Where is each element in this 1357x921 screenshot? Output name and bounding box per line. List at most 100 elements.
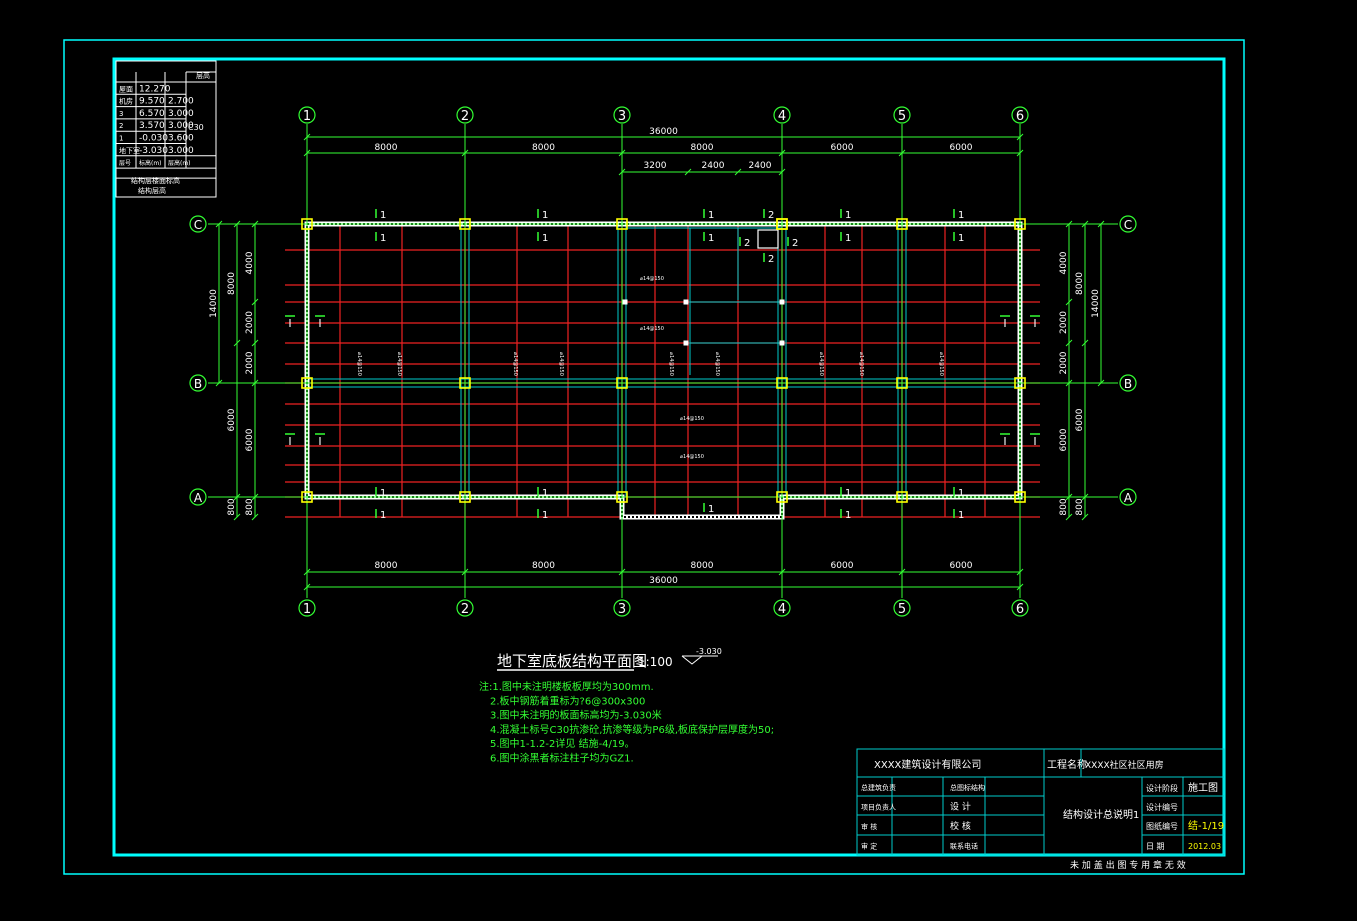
section-mark: 2 [744,238,750,249]
rebar-label: ⌀14@150 [356,352,362,376]
dimension-text: 6000 [950,561,973,571]
level-table-cell: 6.570 [139,109,165,119]
section-mark: 1 [708,210,714,221]
level-table-cell: 地下室 [119,146,140,155]
rebar-label: ⌀14@150 [858,352,864,376]
rebar-label: ⌀14@150 [680,416,704,422]
axis-bubble [893,106,911,124]
shaft-opening [757,229,779,249]
titleblock-label: 设计编号 [1146,802,1178,812]
level-table-concrete: C30 [188,123,204,132]
dimension-text: 2000 [1059,311,1069,334]
level-table-cell: 3.570 [139,121,165,131]
axis-bubble [1119,488,1137,506]
rebar-label: ⌀14@150 [640,326,664,332]
axis-label: 1 [303,109,311,124]
inner-frame [112,57,1226,857]
level-table-cell: 3.000 [168,109,194,119]
note-line: 5.图中1-1.2-2详见 结施-4/19。 [490,737,635,750]
dimension-text: 6000 [227,408,237,431]
titleblock-value: 施工图 [1188,781,1218,794]
section-mark-roman: I [1033,317,1036,330]
column [1014,377,1026,389]
axis-label: 6 [1016,109,1024,124]
dimension-text: 3200 [644,161,667,171]
level-table-caption-2: 结构层高 [138,186,166,195]
titleblock-value: 结-1/19 [1188,819,1224,832]
axis-bubble [1119,374,1137,392]
axis-label: 4 [778,109,786,124]
svg-text:-3.030: -3.030 [696,647,722,656]
axis-bubble [613,599,631,617]
section-mark: 1 [542,233,548,244]
column [616,377,628,389]
dimension-text: 6000 [831,561,854,571]
titleblock-label: 日 期 [1146,842,1165,851]
dimension-text: 8000 [691,561,714,571]
dimension-text: 8000 [1075,272,1085,295]
section-mark-roman: I [1003,317,1006,330]
rebar-label: ⌀14@150 [668,352,674,376]
section-mark: 1 [958,233,964,244]
titleblock-value: 2012.03 [1188,842,1221,851]
note-line: 2.板中钢筋着重标为?6@300x300 [490,694,645,707]
axis-label: A [1124,491,1133,505]
axis-label: 1 [303,602,311,617]
section-mark: 1 [845,210,851,221]
section-mark: 1 [542,210,548,221]
column [301,218,313,230]
dimension-text: 2400 [702,161,725,171]
axis-bubble [456,106,474,124]
section-mark: 1 [380,233,386,244]
level-table-cell: 屋面 [119,85,133,93]
dimension-text: 36000 [649,127,678,137]
rebar-label: ⌀14@150 [714,352,720,376]
axis-label: 2 [461,109,469,124]
dimension-text: 4000 [245,251,255,274]
axis-label: B [194,377,202,391]
section-mark: 1 [958,510,964,521]
level-table-cell: 2 [119,122,123,130]
dimension-text: 800 [1059,498,1069,515]
level-table-cell: 层号 [119,160,131,167]
level-table-cell: 标高(m) [139,159,162,167]
dimension-text: 2000 [1059,351,1069,374]
dimension-text: 36000 [649,576,678,586]
axis-label: 4 [778,602,786,617]
level-table-cell: 3.000 [168,146,194,156]
axis-bubble [1011,106,1029,124]
section-mark: 1 [380,210,386,221]
axis-label: 3 [618,109,626,124]
column [301,491,313,503]
dimension-text: 2400 [749,161,772,171]
titleblock-label: 联系电话 [950,842,978,851]
section-mark: 1 [708,504,714,515]
rebar-label: ⌀14@150 [396,352,402,376]
dimension-text: 2000 [245,311,255,334]
axis-label: A [194,491,203,505]
column [896,377,908,389]
dimension-text: 800 [227,498,237,515]
stamp-notice: 未 加 盖 出 图 专 用 章 无 效 [1070,859,1186,871]
level-table-cell: 2.700 [168,97,194,107]
axis-label: B [1124,377,1132,391]
titleblock-label: 设 计 [950,801,971,813]
section-mark: 1 [845,510,851,521]
dimension-text: 14000 [209,289,219,318]
plan-scale: 1:100 [638,655,673,669]
rebar-label: ⌀14@150 [512,352,518,376]
basement-wall [304,221,1023,520]
axis-bubble [1119,215,1137,233]
axis-bubble [189,374,207,392]
dimension-text: 800 [245,498,255,515]
axis-label: 5 [898,109,906,124]
level-table-caption-1: 结构层楼面标高 [131,176,180,185]
titleblock-label: 设计阶段 [1146,783,1178,793]
titleblock-label: 审 核 [861,822,877,831]
level-table-cell: 3.600 [168,134,194,144]
axis-bubble [189,488,207,506]
dimension-text: 8000 [375,143,398,153]
section-mark: 2 [768,254,774,265]
